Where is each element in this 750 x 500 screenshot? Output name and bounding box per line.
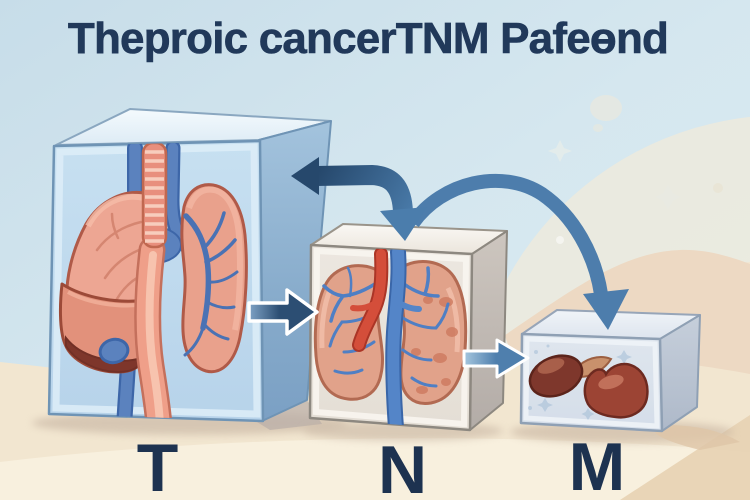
svg-text:M: M: [569, 429, 626, 500]
svg-text:Theproic cancerTNM Pafeөnd: Theproic cancerTNM Pafeөnd: [68, 14, 668, 63]
svg-text:T: T: [137, 430, 179, 500]
svg-text:N: N: [378, 432, 427, 500]
